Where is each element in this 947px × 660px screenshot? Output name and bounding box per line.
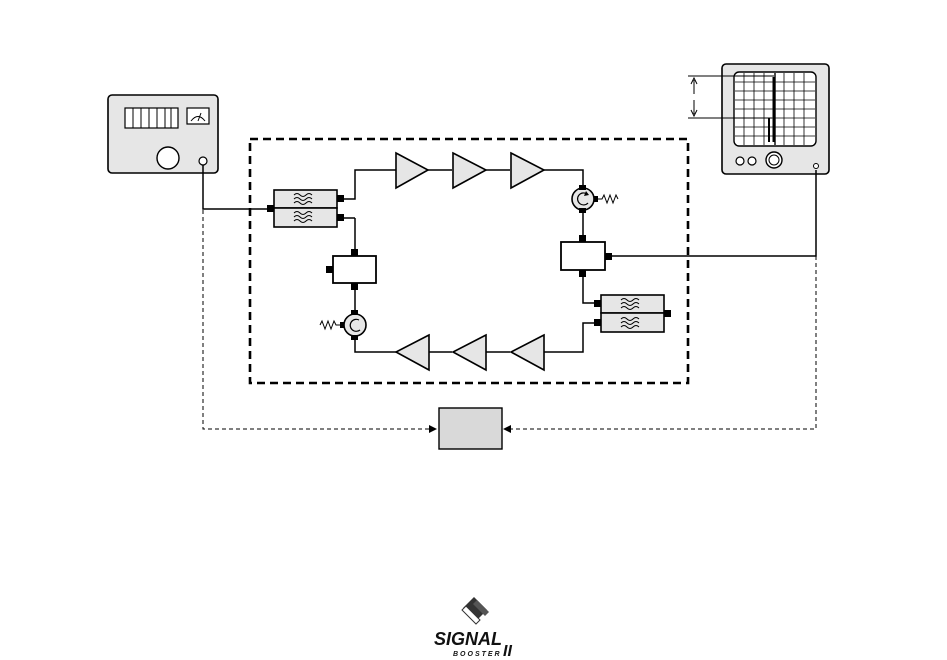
termination-resistor-icon xyxy=(598,195,618,203)
left-filter-pair xyxy=(267,190,344,227)
logo-subtitle: BOOSTER xyxy=(453,651,502,658)
termination-resistor-icon xyxy=(320,321,340,329)
controller-box xyxy=(439,408,502,449)
amplifier-triangle-icon xyxy=(453,335,486,370)
lower-amplifier-chain xyxy=(396,335,544,370)
upper-amplifier-chain xyxy=(396,153,544,188)
logo-mark-icon xyxy=(462,597,489,624)
amplifier-triangle-icon xyxy=(396,153,428,188)
logo-numeral: II xyxy=(503,643,512,660)
amplifier-triangle-icon xyxy=(453,153,486,188)
signal-booster-logo: SIGNAL BOOSTER II xyxy=(434,597,512,660)
generator-knob xyxy=(157,147,179,169)
circulator-icon xyxy=(320,310,366,340)
generator-output-port xyxy=(199,157,207,165)
right-filter-pair xyxy=(594,295,671,332)
arrow-head-left xyxy=(429,425,437,433)
analyzer-button-2 xyxy=(748,157,756,165)
right-coupler xyxy=(561,235,612,277)
left-coupler xyxy=(326,249,376,290)
logo-wordmark: SIGNAL xyxy=(434,629,502,649)
amplifier-triangle-icon xyxy=(511,335,544,370)
spectrum-analyzer xyxy=(722,64,829,174)
analyzer-knob xyxy=(766,152,782,168)
analyzer-button-1 xyxy=(736,157,744,165)
analyzer-input-port xyxy=(814,164,819,169)
control-links xyxy=(203,210,816,429)
amplifier-triangle-icon xyxy=(396,335,429,370)
circulator-icon xyxy=(572,185,618,213)
amplifier-triangle-icon xyxy=(511,153,544,188)
signal-generator xyxy=(108,95,218,173)
arrow-head-right xyxy=(503,425,511,433)
